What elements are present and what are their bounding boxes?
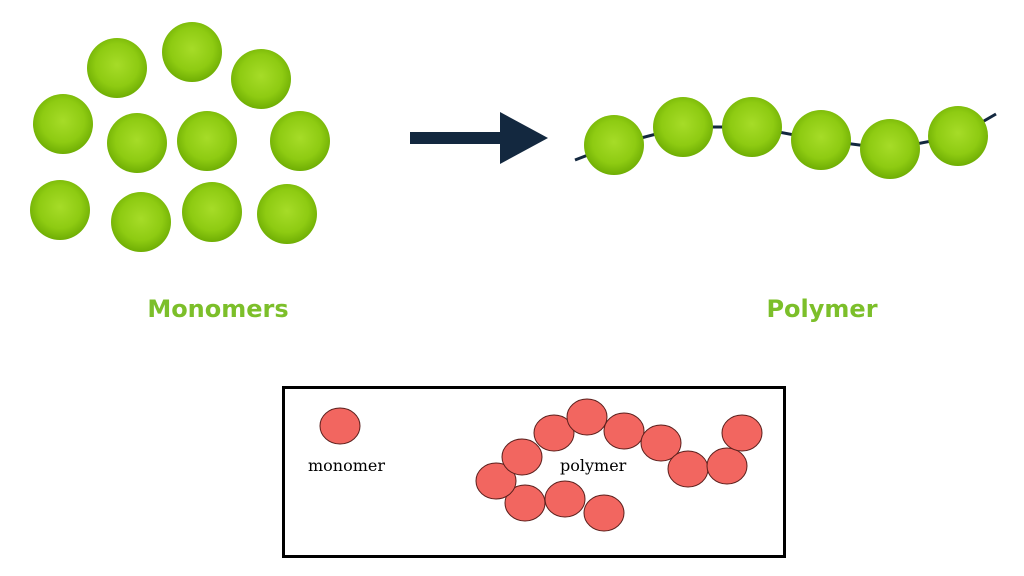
polymer-bead <box>722 97 782 157</box>
legend-polymer-bead <box>603 412 645 450</box>
polymer-bead <box>584 115 644 175</box>
legend-polymer-bead <box>566 398 608 436</box>
monomer-bead <box>231 49 291 109</box>
legend-polymer-bead <box>533 414 575 452</box>
legend-polymer-bead <box>475 462 517 500</box>
monomer-bead <box>33 94 93 154</box>
monomer-bead <box>87 38 147 98</box>
polymer-bead <box>928 106 988 166</box>
monomer-bead <box>111 192 171 252</box>
monomer-bead <box>30 180 90 240</box>
legend-polymer-bead <box>640 424 682 462</box>
legend-polymer-bead <box>706 447 748 485</box>
monomer-bead <box>257 184 317 244</box>
legend-polymer-bead <box>504 484 546 522</box>
legend-monomer-label: monomer <box>308 456 386 475</box>
monomer-bead <box>177 111 237 171</box>
monomer-bead <box>107 113 167 173</box>
polymer-bead <box>860 119 920 179</box>
legend-polymer-chain <box>475 398 763 532</box>
polymer-bead <box>653 97 713 157</box>
polymer-bead <box>791 110 851 170</box>
legend-polymer-bead <box>583 494 625 532</box>
monomer-bead <box>182 182 242 242</box>
right-arrow-icon <box>410 112 548 164</box>
monomers-cluster <box>30 22 330 252</box>
polymer-label: Polymer <box>766 295 878 323</box>
legend-graphics <box>319 398 763 532</box>
legend-box <box>282 386 786 558</box>
legend-polymer-bead <box>721 414 763 452</box>
monomers-label: Monomers <box>147 295 289 323</box>
monomer-bead <box>270 111 330 171</box>
polymer-chain <box>574 97 997 179</box>
legend-polymer-label: polymer <box>560 456 627 475</box>
monomer-bead <box>162 22 222 82</box>
legend-monomer-bead <box>319 407 361 445</box>
legend-polymer-bead <box>501 438 543 476</box>
